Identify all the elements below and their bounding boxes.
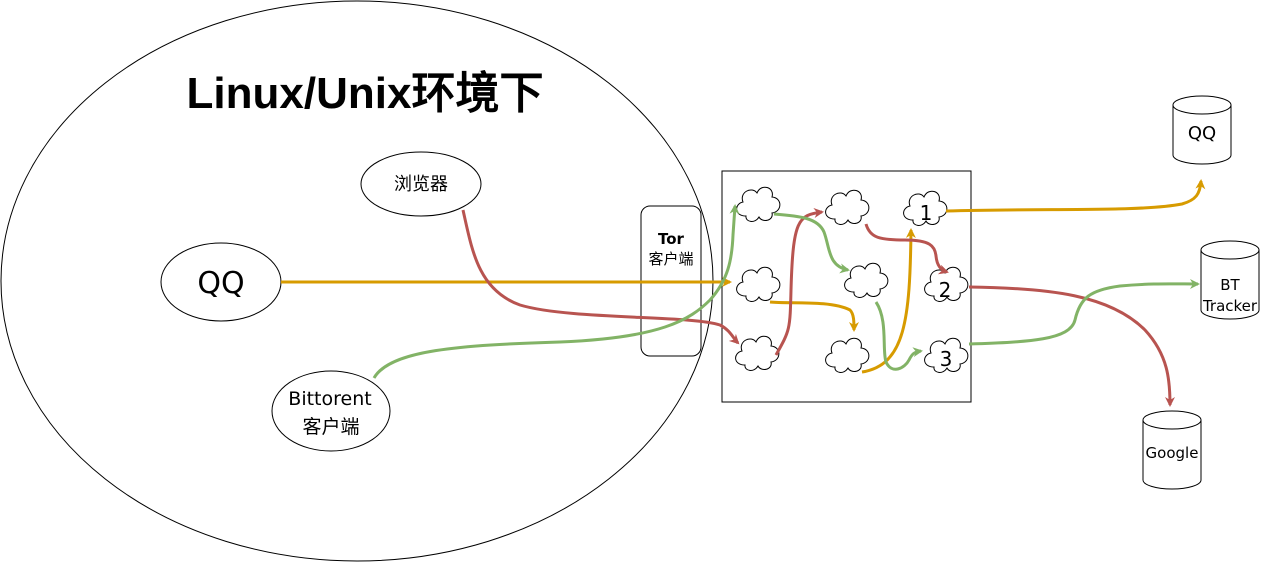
tor-client-label-line2: 客户端 [648, 250, 693, 268]
browser-label: 浏览器 [394, 174, 448, 195]
destination-qq-label: QQ [1188, 123, 1216, 144]
bittorrent-label-line1: Bittorent [288, 388, 371, 410]
orange-route-segment-3 [861, 228, 916, 374]
destination-google-label: Google [1146, 444, 1199, 462]
red-route-segment-2 [774, 208, 824, 356]
relay-label-1: 1 [920, 201, 933, 225]
red-route-segment-1 [461, 209, 740, 345]
qq-client-label: QQ [197, 266, 244, 301]
green-route-segment-2 [773, 212, 850, 274]
destination-bt-label-line1: BT [1220, 276, 1240, 294]
bittorrent-label-line2: 客户端 [302, 416, 359, 438]
environment-title: Linux/Unix环境下 [187, 69, 544, 118]
tor-client-label-line1: Tor [658, 230, 685, 248]
red-route-segment-4 [968, 285, 1175, 407]
relay-label-3: 3 [940, 347, 953, 371]
red-route-segment-3 [864, 223, 949, 275]
destination-bt-label-line2: Tracker [1202, 297, 1258, 315]
green-route-segment-3 [874, 301, 923, 371]
destination-google-cylinder [1142, 410, 1202, 490]
green-route-segment-4 [968, 278, 1200, 346]
relay-label-2: 2 [939, 278, 952, 302]
orange-route-segment-4 [945, 179, 1206, 213]
bittorrent-client-node [271, 370, 391, 452]
destination-qq-cylinder [1172, 95, 1232, 165]
browser-node [360, 151, 482, 217]
green-route-segment-1 [372, 204, 740, 379]
destination-bt-tracker-cylinder [1200, 240, 1260, 320]
